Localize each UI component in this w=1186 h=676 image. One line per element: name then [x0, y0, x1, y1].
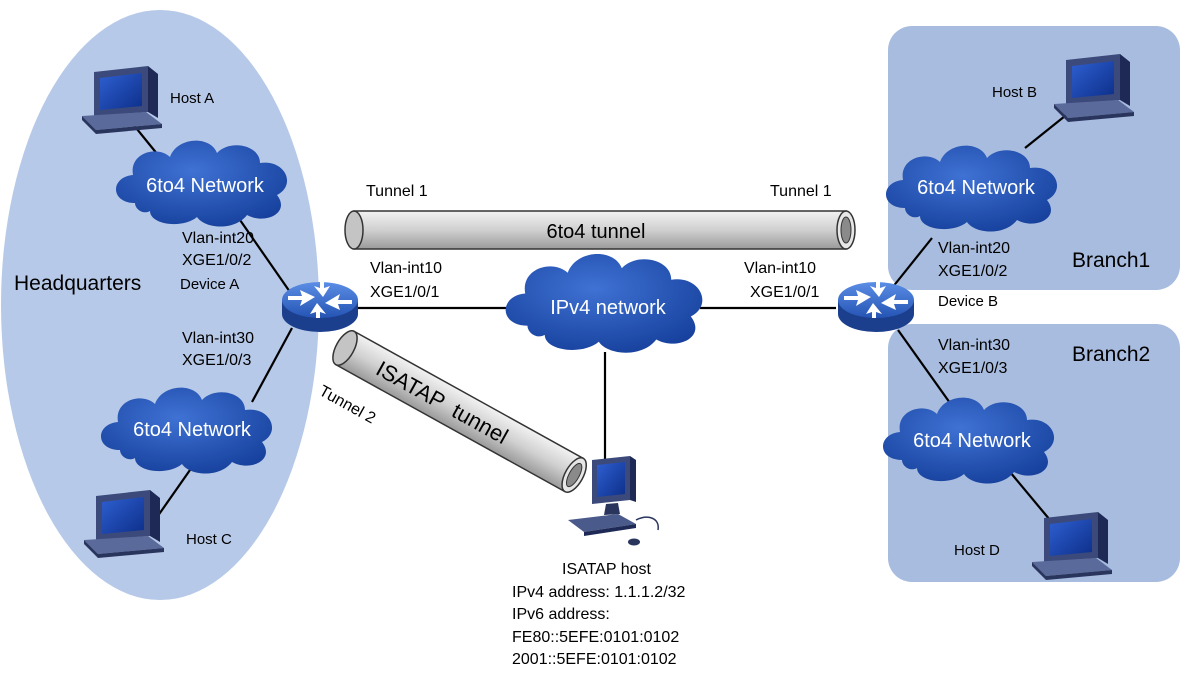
branch2-port-vlan: Vlan-int30 — [938, 337, 1010, 354]
tunnel2-label: Tunnel 2 — [316, 383, 378, 428]
branch1-port-if: XGE1/0/2 — [938, 263, 1007, 280]
isatap-host-ipv6-2: 2001::5EFE:0101:0102 — [512, 651, 677, 668]
tunnel1-left-label: Tunnel 1 — [366, 183, 428, 200]
link-cloud2-hostc — [154, 469, 191, 521]
device-a-port-top-if: XGE1/0/2 — [182, 252, 251, 269]
cloud-ipv4-label: IPv4 network — [550, 297, 667, 319]
branch1-title: Branch1 — [1072, 249, 1150, 272]
host-d-label: Host D — [954, 542, 1000, 559]
isatap-host-title: ISATAP host — [562, 561, 651, 578]
cloud-branch2-label: 6to4 Network — [913, 430, 1032, 452]
host-b-label: Host B — [992, 84, 1037, 101]
sixto4-tunnel-label: 6to4 tunnel — [547, 221, 646, 243]
tunnel1-right-label: Tunnel 1 — [770, 183, 832, 200]
device-b-port-left-if: XGE1/0/1 — [750, 284, 819, 301]
device-a-port-right-if: XGE1/0/1 — [370, 284, 439, 301]
link-devicea-cloud2 — [251, 327, 293, 403]
device-a-router-icon — [282, 282, 358, 332]
isatap-host-ipv6-1: FE80::5EFE:0101:0102 — [512, 629, 679, 646]
host-a-label: Host A — [170, 90, 214, 107]
device-a-label: Device A — [180, 276, 239, 293]
headquarters-title: Headquarters — [14, 272, 141, 295]
host-c-pc-icon — [84, 490, 164, 558]
cloud-branch1-label: 6to4 Network — [917, 177, 1036, 199]
device-a-port-bottom-if: XGE1/0/3 — [182, 352, 251, 369]
sixto4-tunnel — [344, 210, 856, 250]
link-cloud-devicea — [239, 219, 291, 293]
device-b-router-icon — [838, 282, 914, 332]
host-d-pc-icon — [1032, 512, 1112, 580]
device-b-port-left-vlan: Vlan-int10 — [744, 260, 816, 277]
branch2-title: Branch2 — [1072, 343, 1150, 366]
cloud-hq-bottom-label: 6to4 Network — [133, 419, 252, 441]
device-a-port-bottom-vlan: Vlan-int30 — [182, 330, 254, 347]
cloud-hq-top-label: 6to4 Network — [146, 175, 265, 197]
branch2-port-if: XGE1/0/3 — [938, 360, 1007, 377]
link-cloudb2-hostd — [1009, 471, 1051, 521]
link-deviceb-cloudb2 — [897, 329, 956, 411]
device-a-port-top-vlan: Vlan-int20 — [182, 230, 254, 247]
isatap-host-ipv4: IPv4 address: 1.1.1.2/32 — [512, 584, 686, 601]
isatap-host-ipv6-label: IPv6 address: — [512, 606, 610, 623]
isatap-tunnel-label: ISATAP tunnel — [372, 356, 512, 449]
host-b-pc-icon — [1054, 54, 1134, 122]
link-deviceb-cloudb1 — [891, 237, 933, 289]
branch1-port-vlan: Vlan-int20 — [938, 240, 1010, 257]
host-a-pc-icon — [82, 66, 162, 134]
isatap-host-pc-icon — [568, 456, 659, 546]
host-c-label: Host C — [186, 531, 232, 548]
device-a-port-right-vlan: Vlan-int10 — [370, 260, 442, 277]
device-b-label: Device B — [938, 293, 998, 310]
